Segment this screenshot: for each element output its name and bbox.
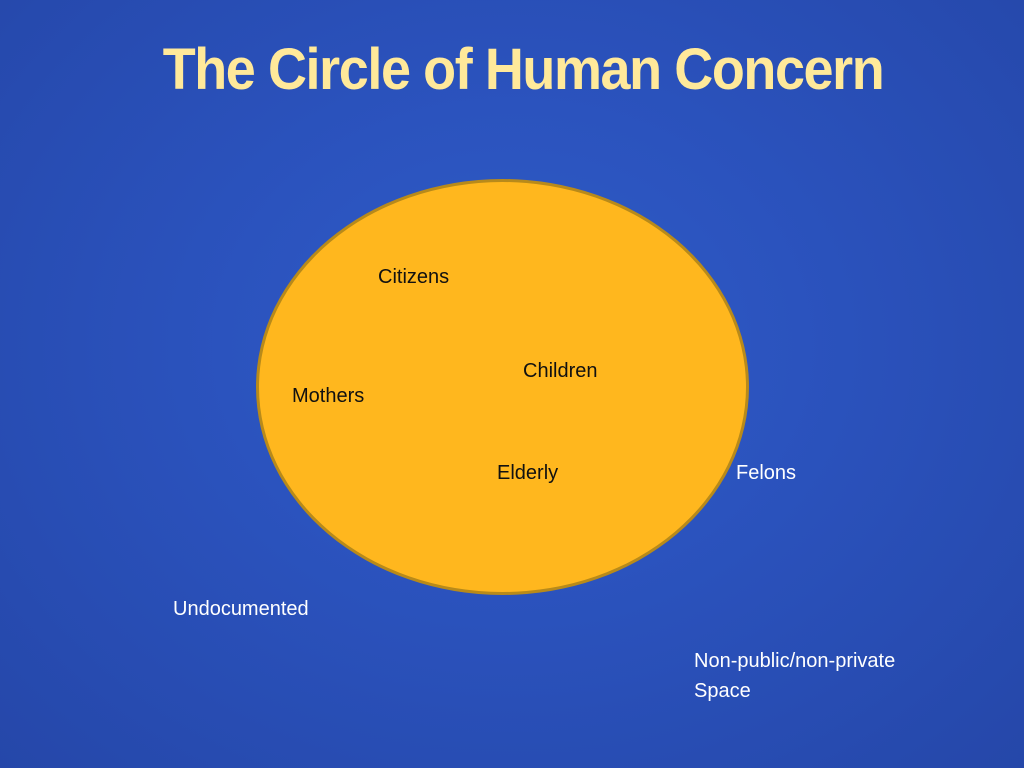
- label-space-line1: Non-public/non-private: [694, 650, 896, 672]
- label-citizens: Citizens: [378, 266, 450, 288]
- slide-title: The Circle of Human Concern: [162, 37, 885, 102]
- label-mothers: Mothers: [292, 385, 365, 407]
- label-elderly: Elderly: [497, 462, 559, 484]
- label-undocumented: Undocumented: [173, 598, 309, 620]
- circle-of-concern: [256, 179, 749, 595]
- label-felons: Felons: [736, 462, 797, 484]
- label-children: Children: [523, 360, 598, 382]
- label-space-line2: Space: [694, 680, 751, 702]
